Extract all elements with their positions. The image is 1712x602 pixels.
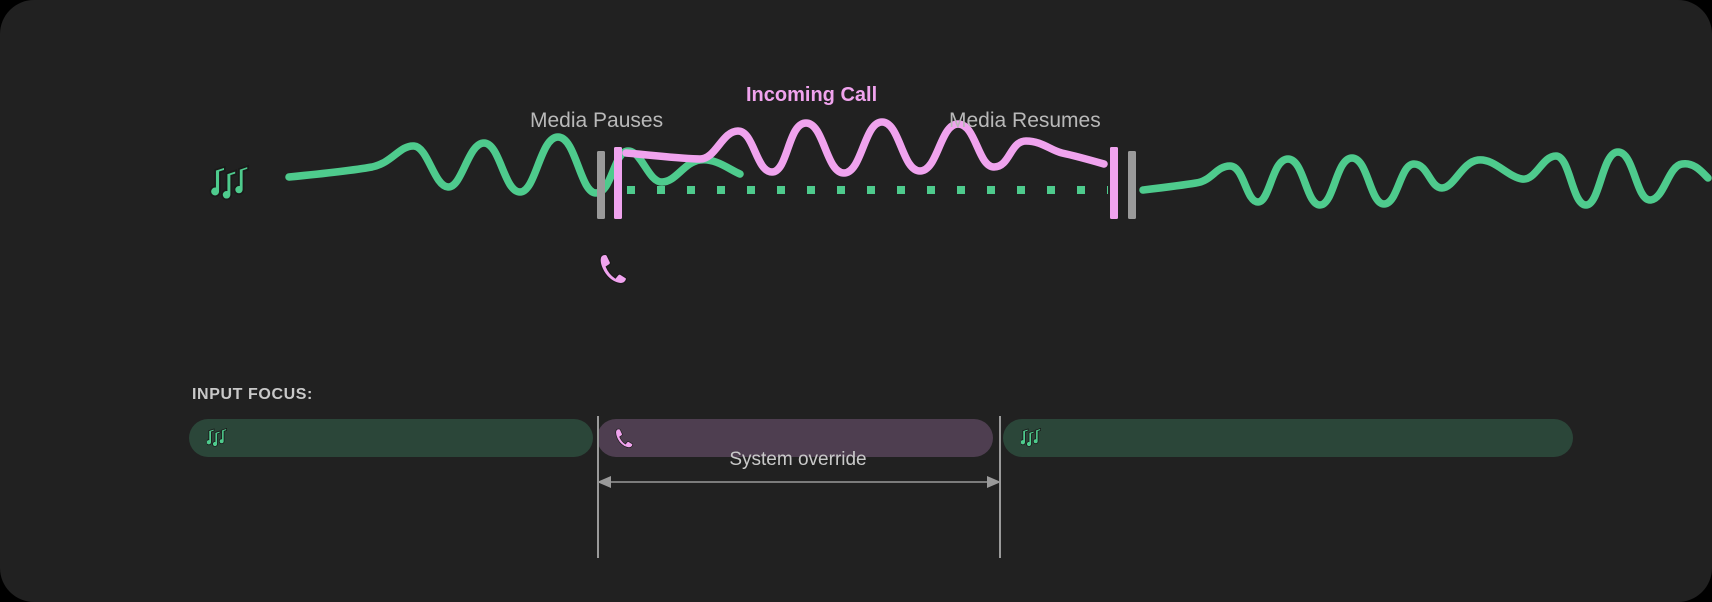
system-override-span-arrow bbox=[597, 476, 1001, 488]
call-wave bbox=[622, 118, 1108, 177]
timeline-svg bbox=[209, 118, 1712, 285]
focus-track-media-1[interactable] bbox=[189, 419, 593, 457]
pause-marker-pink-left bbox=[614, 147, 622, 219]
pause-marker-gray-left bbox=[597, 151, 605, 219]
label-media-resumes: Media Resumes bbox=[949, 109, 1101, 132]
music-notes-icon bbox=[205, 427, 229, 448]
focus-track-media-2[interactable] bbox=[1003, 419, 1573, 457]
input-focus-title: INPUT FOCUS: bbox=[192, 386, 313, 403]
music-notes-icon bbox=[1019, 427, 1043, 448]
focus-track-call[interactable] bbox=[597, 419, 993, 457]
pause-marker-pink-right bbox=[1110, 147, 1118, 219]
phone-icon bbox=[599, 253, 628, 285]
override-boundary-right bbox=[999, 416, 1001, 558]
audio-focus-timeline: Media Pauses Incoming Call Media Resumes bbox=[209, 84, 1712, 285]
phone-icon bbox=[615, 428, 635, 448]
system-override-label: System override bbox=[729, 449, 867, 470]
label-incoming-call: Incoming Call bbox=[746, 84, 878, 106]
label-media-pauses: Media Pauses bbox=[530, 109, 664, 132]
music-notes-icon bbox=[209, 164, 249, 201]
pause-marker-gray-right bbox=[1128, 151, 1136, 219]
media-wave-after bbox=[1139, 148, 1712, 209]
media-wave-before bbox=[285, 133, 744, 197]
input-focus-section: INPUT FOCUS: bbox=[0, 330, 1712, 602]
override-boundary-left bbox=[597, 416, 599, 558]
